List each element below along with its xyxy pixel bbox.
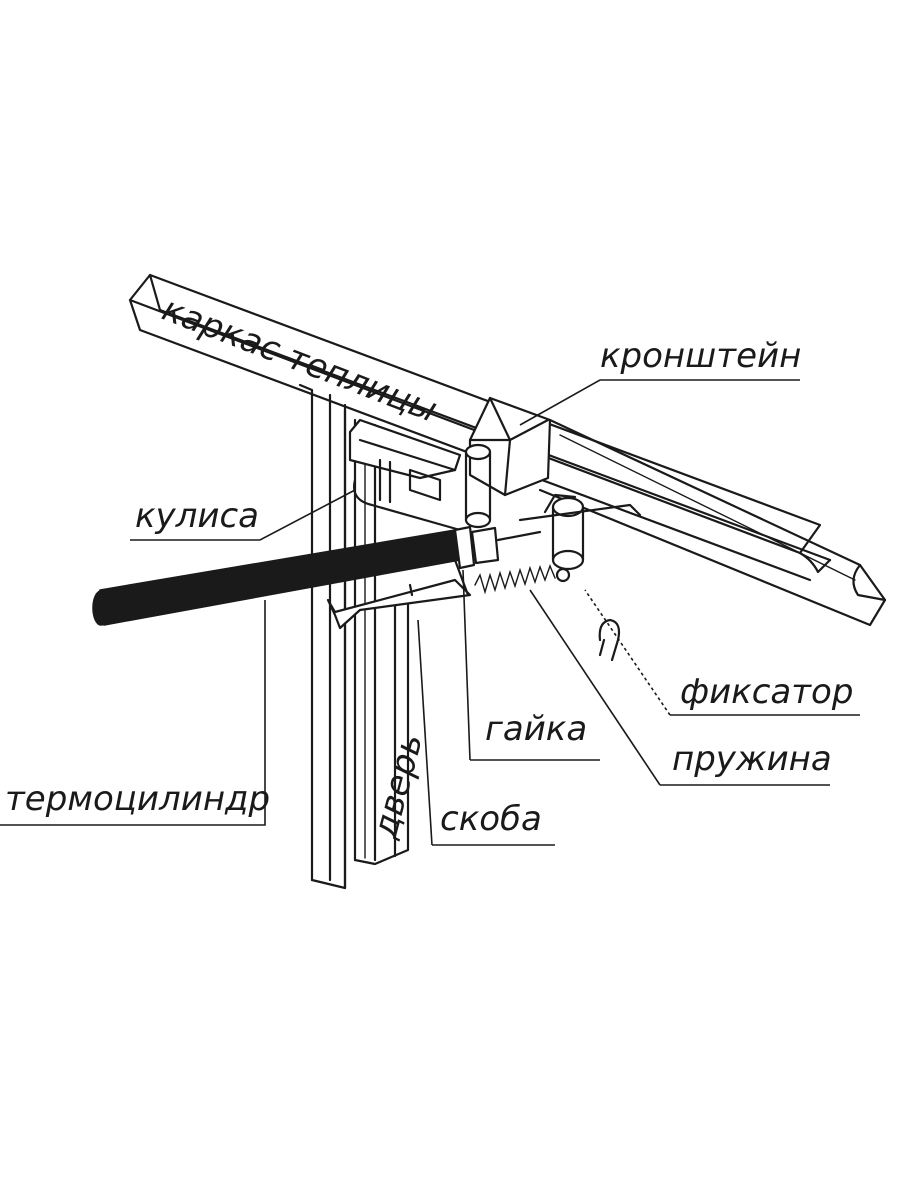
greenhouse-frame-beam bbox=[128, 273, 887, 627]
retainer-pin bbox=[598, 618, 621, 662]
label-frame: каркас теплицы bbox=[157, 289, 443, 430]
thermocylinder bbox=[92, 525, 542, 626]
label-nut: гайка bbox=[485, 709, 587, 749]
greenhouse-frame-post bbox=[298, 383, 347, 890]
spring-part bbox=[474, 564, 556, 595]
label-cylinder: термоцилиндр bbox=[5, 779, 270, 819]
link-plates bbox=[348, 418, 462, 532]
clamp-part bbox=[326, 558, 472, 630]
bracket-part bbox=[464, 396, 552, 529]
pivot-arm bbox=[518, 493, 642, 583]
label-spring: пружина bbox=[672, 739, 832, 779]
label-link: кулиса bbox=[135, 496, 259, 536]
label-clamp: скоба bbox=[440, 799, 542, 839]
door-frame bbox=[353, 418, 410, 866]
leader-lines bbox=[0, 379, 860, 846]
label-bracket: кронштейн bbox=[600, 336, 801, 376]
label-retainer: фиксатор bbox=[680, 672, 853, 712]
